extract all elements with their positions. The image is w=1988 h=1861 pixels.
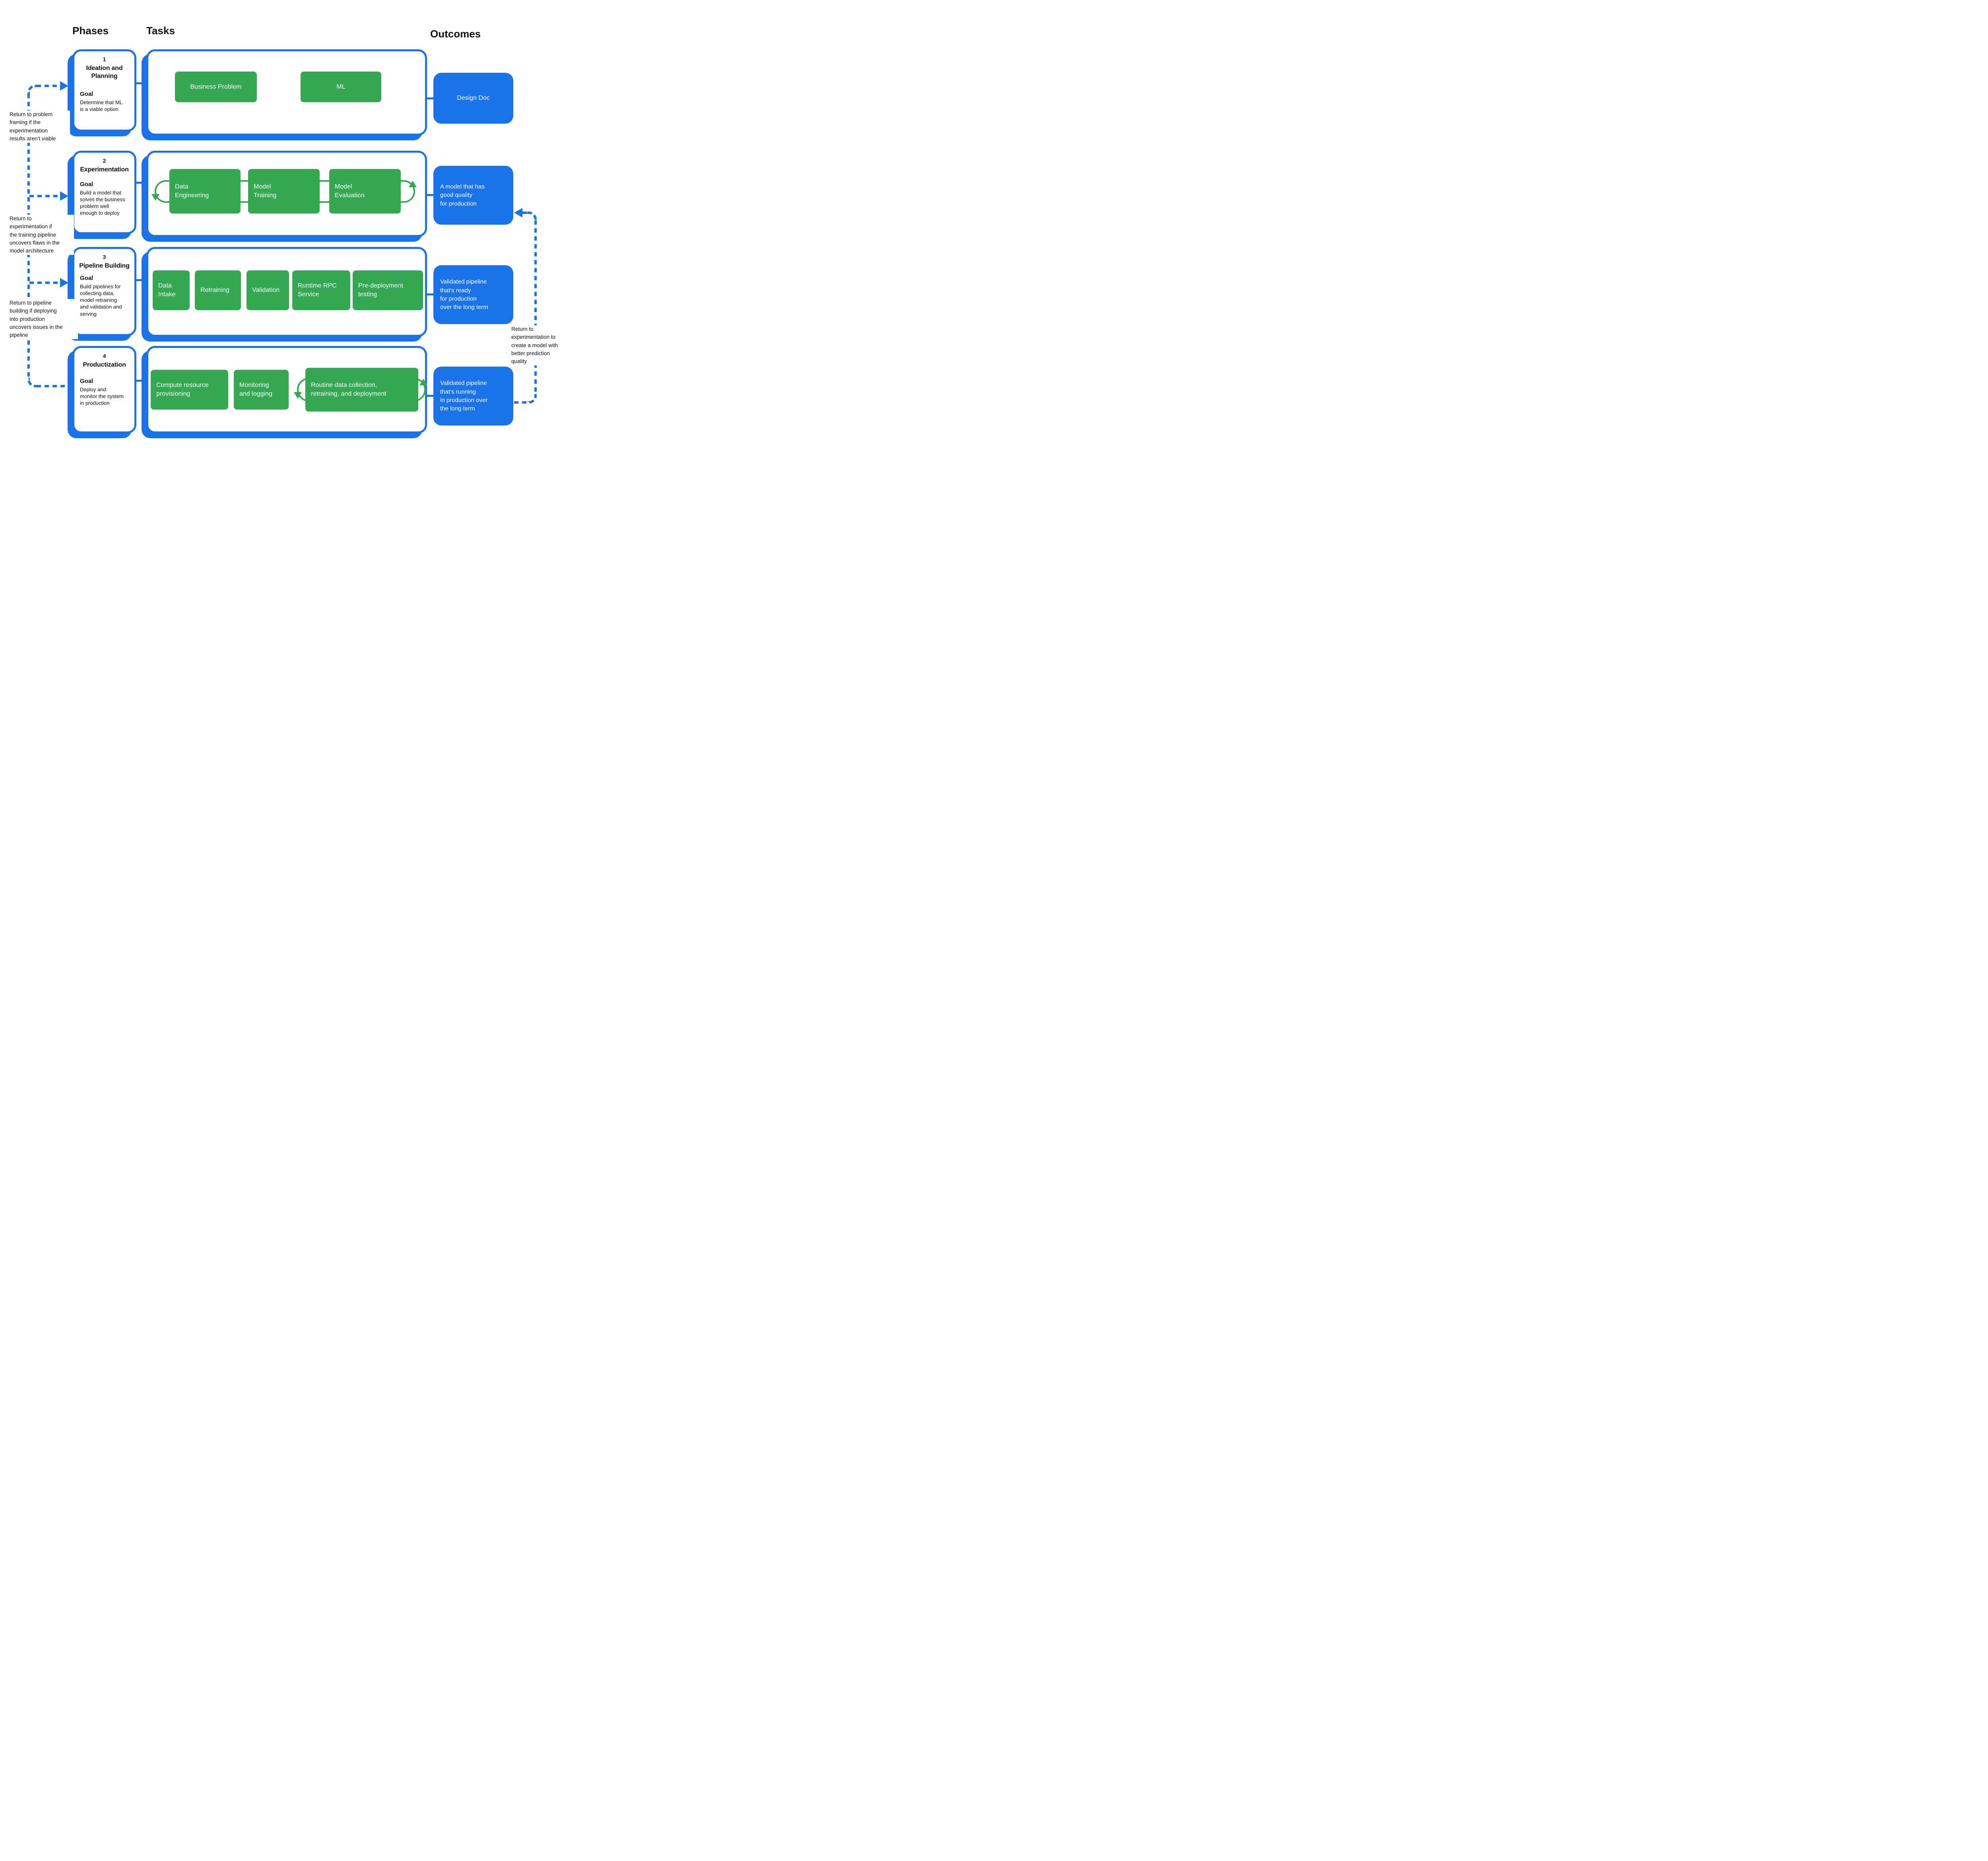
- arrow-right-icon: [60, 278, 68, 288]
- outcome-validated-pipeline-running: Validated pipeline that’s running in pro…: [433, 367, 513, 425]
- task-ml: ML: [301, 72, 381, 102]
- phase-number: 2: [103, 157, 106, 164]
- task-runtime-rpc-service: Runtime RPC Service: [292, 270, 350, 310]
- outcome-model-quality: A model that has good quality for produc…: [433, 166, 513, 225]
- phase-box-pipeline-building: 3 Pipeline Building Goal Build pipelines…: [72, 247, 136, 336]
- arrow-left-icon: [514, 208, 522, 218]
- task-model-evaluation: Model Evaluation: [329, 169, 401, 214]
- goal-text: Build pipelines for collecting data, mod…: [80, 284, 122, 317]
- phase-title: Experimentation: [80, 166, 129, 173]
- phase-number: 4: [103, 353, 106, 359]
- return-path-outcome4-exit: [514, 401, 528, 404]
- task-data-engineering: Data Engineering: [169, 169, 241, 214]
- return-path-corner: [27, 85, 37, 94]
- annotation-return-experimentation: Return to experimentation if the trainin…: [10, 215, 74, 255]
- return-arrow-line-outcome2: [522, 212, 528, 214]
- phase-box-ideation: 1 Ideation and Planning Goal Determine t…: [72, 49, 136, 132]
- phase-title: Pipeline Building: [79, 262, 130, 269]
- return-path-corner: [527, 212, 537, 221]
- goal-text: Build a model that solves the business p…: [80, 190, 125, 216]
- arrow-right-icon: [60, 81, 68, 91]
- phase-number: 1: [103, 56, 106, 62]
- goal-text: Determine that ML is a viable option: [80, 99, 122, 113]
- tasks-column-header: Tasks: [146, 25, 175, 37]
- return-arrow-line-phase1: [37, 85, 60, 87]
- outcome-design-doc: Design Doc: [433, 73, 513, 124]
- outcomes-column-header: Outcomes: [430, 28, 481, 40]
- phase-title: Productization: [83, 361, 126, 368]
- return-arrow-line-phase2: [29, 195, 60, 197]
- connector-phase3-tasks: [136, 279, 148, 281]
- loop-arrow-down-icon: [151, 194, 159, 201]
- outcome-validated-pipeline-ready: Validated pipeline that’s ready for prod…: [433, 265, 513, 324]
- task-compute-resource-provisioning: Compute resource provisioning: [151, 370, 228, 410]
- task-pre-deployment-testing: Pre-deployment testing: [353, 270, 423, 310]
- goal-label: Goal: [80, 378, 93, 385]
- return-arrow-line-phase3: [29, 282, 60, 284]
- goal-label: Goal: [80, 181, 93, 188]
- connector-tasks4-outcome4: [426, 395, 434, 397]
- goal-label: Goal: [80, 275, 93, 282]
- return-path-corner: [527, 394, 537, 404]
- annotation-return-problem-framing: Return to problem framing if the experim…: [10, 111, 70, 143]
- loop-arrow-down-icon: [294, 392, 302, 399]
- phases-column-header: Phases: [72, 25, 109, 37]
- connector-tasks1-outcome1: [426, 97, 434, 99]
- connector-phase4-tasks: [136, 380, 148, 382]
- loop-arrow-up-icon: [419, 379, 427, 385]
- loop-arrow-up-icon: [409, 181, 417, 187]
- phase-number: 3: [103, 254, 106, 260]
- annotation-return-pipeline-building: Return to pipeline building if deploying…: [10, 299, 78, 340]
- connector-tasks2-outcome2: [426, 194, 434, 196]
- task-routine-data-collection: Routine data collection, retraining, and…: [305, 368, 418, 412]
- connector-tasks3-outcome3: [426, 293, 434, 295]
- goal-label: Goal: [80, 91, 93, 97]
- task-monitoring-and-logging: Monitoring and logging: [234, 370, 289, 410]
- task-business-problem: Business Problem: [175, 72, 257, 102]
- goal-text: Deploy and monitor the system in product…: [80, 387, 124, 406]
- task-model-training: Model Training: [248, 169, 320, 214]
- connector-phase2-tasks: [136, 182, 148, 184]
- return-path-right-vertical: [534, 220, 537, 394]
- return-path-corner: [27, 378, 37, 387]
- annotation-return-experimentation-quality: Return to experimentation to create a mo…: [511, 325, 563, 366]
- arrow-right-icon: [60, 191, 68, 201]
- connector-phase1-tasks: [136, 82, 148, 84]
- phase-box-experimentation: 2 Experimentation Goal Build a model tha…: [72, 151, 136, 234]
- return-line-phase4: [37, 385, 70, 387]
- task-retraining: Retraining: [195, 270, 241, 310]
- ml-workflow-diagram: Phases Tasks Outcomes 1 Ideation and Pla…: [0, 0, 564, 465]
- phase-title: Ideation and Planning: [86, 65, 123, 80]
- task-validation: Validation: [247, 270, 289, 310]
- phase-box-productization: 4 Productization Goal Deploy and monitor…: [72, 346, 136, 433]
- task-data-intake: Data Intake: [153, 270, 190, 310]
